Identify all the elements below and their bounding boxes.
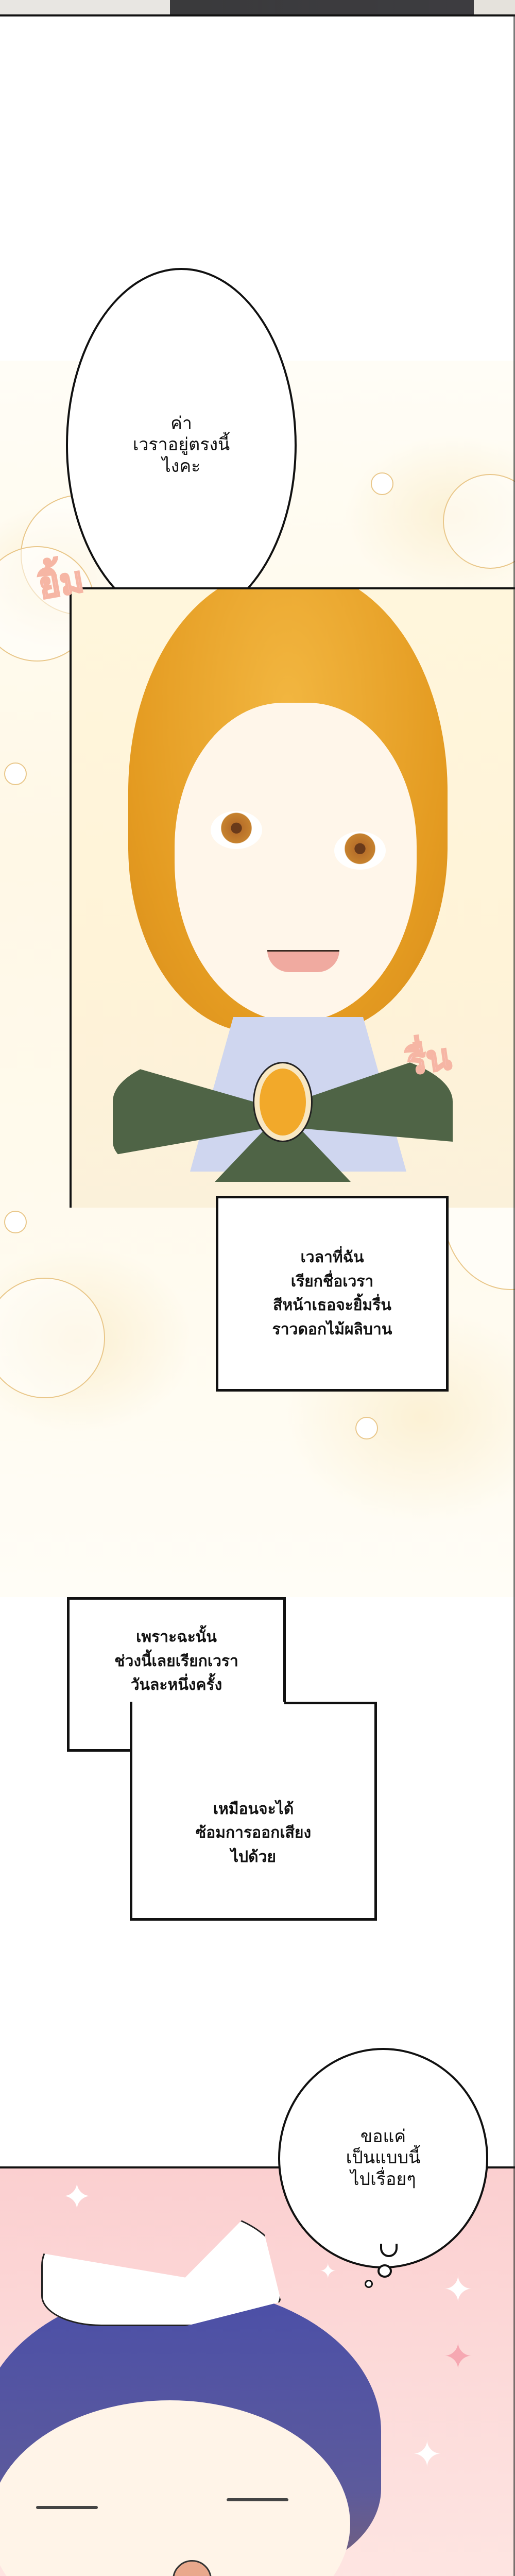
sparkle-icon: ✦ [443, 2268, 473, 2311]
woman-eye-right [334, 832, 386, 870]
small-flower-icon [4, 1211, 27, 1233]
gold-brooch [254, 1063, 311, 1141]
narration-line: ราวดอกไม้ผลิบาน [272, 1320, 392, 1338]
baby-closed-eye-right [227, 2498, 288, 2501]
narration-line: วันละหนึ่งครั้ง [130, 1676, 222, 1694]
panel-smiling-woman [70, 587, 515, 1208]
sparkle-icon: ✦ [412, 2433, 442, 2476]
sparkle-icon: ✦ [62, 2176, 92, 2218]
narration-line: ช่วงนี้เลยเรียกเวรา [114, 1652, 238, 1670]
thought-dot-icon [365, 2280, 373, 2288]
woman-eye-left [211, 811, 262, 849]
narration-box-upper: เพราะฉะนั้น ช่วงนี้เลยเรียกเวรา วันละหนึ… [67, 1597, 286, 1752]
narration-line: สีหน้าเธอจะยิ้มรื่น [273, 1296, 391, 1314]
narration-box-step-edge [284, 1702, 377, 1704]
small-flower-icon [371, 472, 393, 495]
flower-illustration [0, 1278, 105, 1398]
narration-line: เวลาที่ฉัน [300, 1248, 364, 1266]
thought-line: ไปเรื่อยๆ [350, 2168, 416, 2190]
small-flower-icon [355, 1417, 378, 1439]
sparkle-icon: ✦ [319, 2260, 337, 2283]
speech-line: เวราอยู่ตรงนี้ [132, 434, 230, 455]
speech-bubble: ค่า เวราอยู่ตรงนี้ ไงคะ [66, 268, 297, 622]
narration-line: ไปด้วย [230, 1848, 277, 1866]
thought-dot-icon [377, 2264, 392, 2278]
thought-line: เป็นแบบนี้ [346, 2147, 421, 2168]
thought-bubble: ขอแค่ เป็นแบบนี้ ไปเรื่อยๆ [278, 2048, 488, 2268]
thought-bubble-nub [380, 2244, 398, 2257]
baby-white-bow [41, 2205, 281, 2326]
thought-line: ขอแค่ [360, 2126, 406, 2147]
sparkle-pink-icon: ✦ [443, 2335, 473, 2378]
woman-smile [267, 950, 339, 972]
narration-box: เวลาที่ฉัน เรียกชื่อเวรา สีหน้าเธอจะยิ้ม… [216, 1196, 449, 1392]
baby-closed-eye-left [36, 2506, 98, 2509]
small-flower-icon [4, 762, 27, 785]
woman-face [175, 703, 417, 1022]
sfx-cheerful: รื่น [403, 1035, 454, 1084]
narration-line: เหมือนจะได้ [213, 1800, 294, 1818]
narration-line: เพราะฉะนั้น [136, 1628, 217, 1646]
speech-line: ไงคะ [162, 455, 201, 477]
narration-box-step-edge [67, 1749, 134, 1752]
flower-illustration [443, 474, 515, 569]
speech-line: ค่า [170, 413, 192, 434]
narration-line: เรียกชื่อเวรา [290, 1272, 374, 1291]
narration-box-lower: เหมือนจะได้ ซ้อมการออกเสียง ไปด้วย [130, 1702, 377, 1921]
narration-line: ซ้อมการออกเสียง [195, 1824, 312, 1842]
previous-panel-edge [0, 0, 515, 16]
page-right-border [513, 14, 515, 2576]
